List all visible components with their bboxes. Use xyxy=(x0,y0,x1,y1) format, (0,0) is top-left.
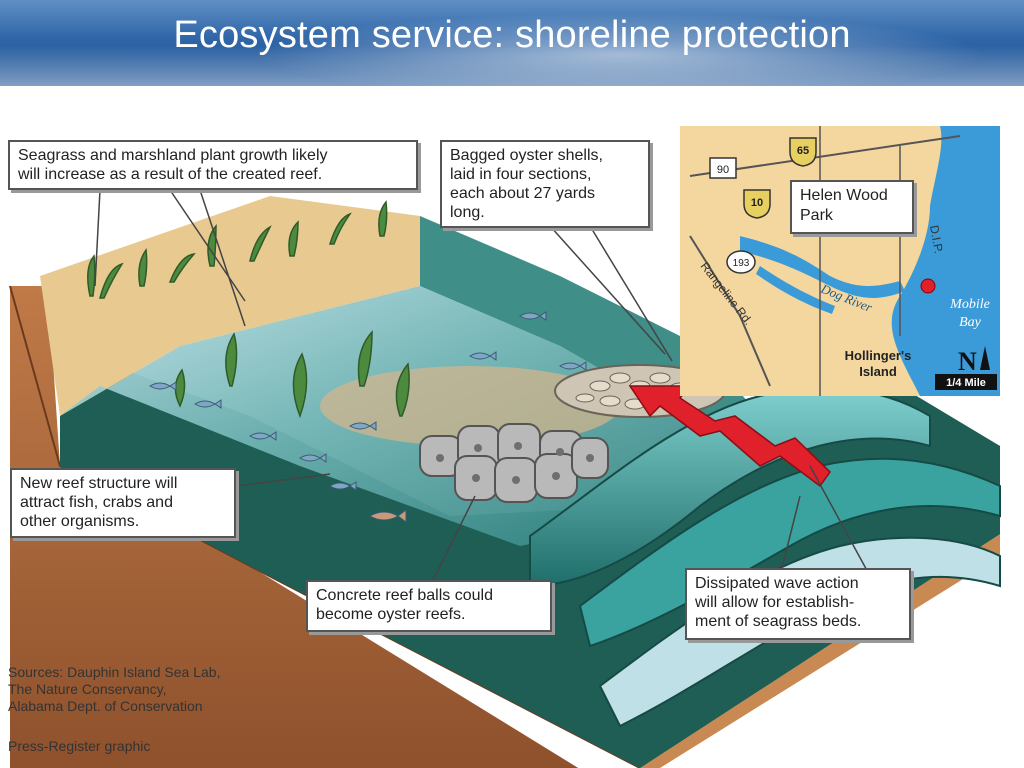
sources-block: Sources: Dauphin Island Sea Lab, The Nat… xyxy=(8,664,220,715)
seagrass-line2: will increase as a result of the created… xyxy=(18,166,323,183)
reef-line1: New reef structure will xyxy=(20,475,178,492)
reef-line3: other organisms. xyxy=(20,513,140,530)
shield-10-label: 10 xyxy=(751,197,763,209)
oyster-callout: Bagged oyster shells, laid in four secti… xyxy=(440,140,650,228)
scale-bar xyxy=(935,374,997,390)
title-banner: Ecosystem service: shoreline protection xyxy=(0,0,1024,86)
wave-line3: ment of seagrass beds. xyxy=(695,613,862,630)
sources-line3: Alabama Dept. of Conservation xyxy=(8,698,203,714)
seagrass-plants xyxy=(87,200,410,419)
wave-line1: Dissipated wave action xyxy=(695,575,859,592)
map-bay-line1: Mobile xyxy=(949,297,990,312)
seagrass-line1: Seagrass and marshland plant growth like… xyxy=(18,147,328,164)
shoreline-diagram: 90 65 10 193 D.I.P. Rangeline Rd. Dog Ri… xyxy=(9,126,1001,768)
slide-title: Ecosystem service: shoreline protection xyxy=(173,14,851,56)
oyster-line2: laid in four sections, xyxy=(450,166,592,183)
wave-action-callout: Dissipated wave action will allow for es… xyxy=(685,568,911,640)
oyster-line1: Bagged oyster shells, xyxy=(450,147,603,164)
map-island-line1: Hollinger's xyxy=(845,348,912,363)
map-bay-line2: Bay xyxy=(959,315,982,330)
scale-label: 1/4 Mile xyxy=(946,377,986,389)
north-arrow-icon xyxy=(980,346,990,370)
shield-65-label: 65 xyxy=(797,145,809,157)
banner-shoreline xyxy=(0,46,1024,86)
park-line1: Helen Wood xyxy=(800,187,888,204)
park-callout: Helen Wood Park xyxy=(790,180,914,234)
callout-leader-lines xyxy=(94,189,929,587)
reef-line2: attract fish, crabs and xyxy=(20,494,173,511)
reef-structure-callout: New reef structure will attract fish, cr… xyxy=(10,468,236,538)
park-line2: Park xyxy=(800,207,833,224)
reef-balls-callout: Concrete reef balls could become oyster … xyxy=(306,580,552,632)
shield-90-label: 90 xyxy=(717,164,729,176)
sources-line1: Sources: Dauphin Island Sea Lab, xyxy=(8,664,221,680)
oyster-line4: long. xyxy=(450,204,485,221)
north-arrow-letter: N xyxy=(958,347,977,376)
seagrass-callout: Seagrass and marshland plant growth like… xyxy=(8,140,418,190)
oyster-line3: each about 27 yards xyxy=(450,185,595,202)
wave-line2: will allow for establish- xyxy=(695,594,855,611)
wave-energy-arrow xyxy=(628,385,831,488)
map-shields xyxy=(709,137,817,274)
sources-line2: The Nature Conservancy, xyxy=(8,681,167,697)
map-dip-label: D.I.P. xyxy=(927,224,946,254)
balls-line1: Concrete reef balls could xyxy=(316,587,493,604)
balls-line2: become oyster reefs. xyxy=(316,606,466,623)
map-island-line2: Island xyxy=(859,364,897,379)
shield-193-label: 193 xyxy=(733,258,750,269)
graphic-credit: Press-Register graphic xyxy=(8,738,151,754)
reef-ball-holes xyxy=(436,442,594,484)
